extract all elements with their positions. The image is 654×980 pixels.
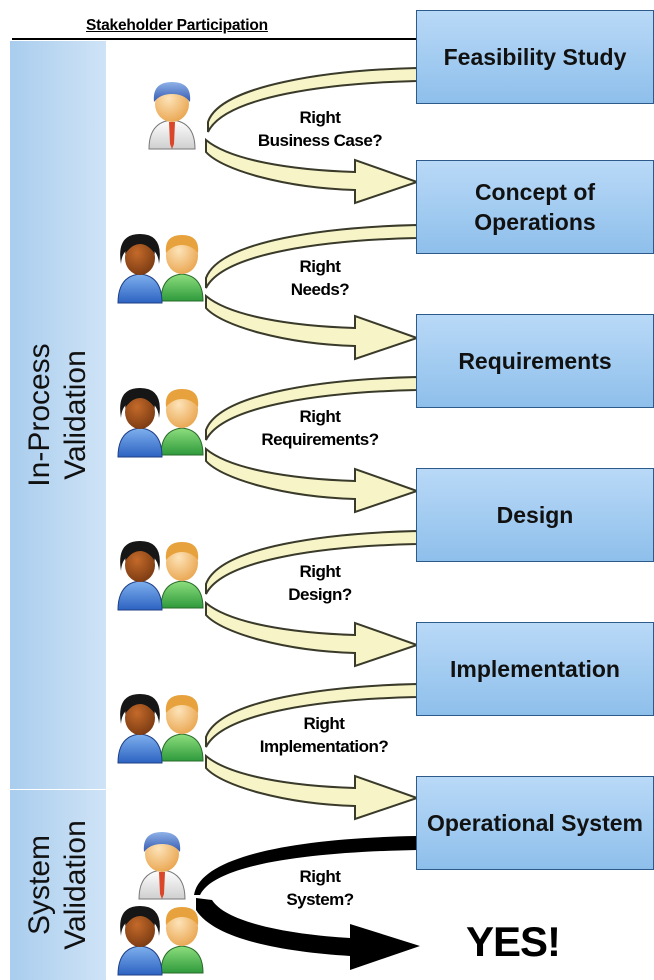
question-line: Right	[299, 407, 341, 426]
feedback-arrows	[205, 66, 418, 748]
stage-concept-of-operations: Concept of Operations	[416, 160, 654, 254]
question-line: Right	[299, 257, 341, 276]
question-business-case: Right Business Case?	[210, 106, 430, 152]
stage-implementation: Implementation	[416, 622, 654, 716]
question-line: Implementation?	[259, 737, 389, 756]
stakeholder-group-icon	[117, 905, 204, 976]
question-line: Right	[303, 714, 345, 733]
question-line: Right	[299, 867, 341, 886]
question-system: Right System?	[210, 865, 430, 911]
stage-requirements: Requirements	[416, 314, 654, 408]
stage-operational-system: Operational System	[416, 776, 654, 870]
question-line: System?	[286, 890, 354, 909]
in-process-validation-band	[10, 41, 106, 789]
stakeholder-icon	[138, 831, 186, 900]
header-divider	[12, 38, 417, 40]
question-line: Right	[299, 562, 341, 581]
result-label: YES!	[466, 918, 561, 965]
stakeholder-group-icon	[117, 693, 204, 764]
system-validation-band	[10, 790, 106, 980]
system-validation-arrow	[194, 836, 420, 970]
stakeholder-group-icon	[117, 387, 204, 458]
stage-feasibility-study: Feasibility Study	[416, 10, 654, 104]
stakeholder-icon	[148, 81, 196, 150]
question-line: Right	[299, 108, 341, 127]
question-line: Design?	[288, 585, 352, 604]
question-line: Business Case?	[257, 131, 383, 150]
stakeholder-group-icon	[117, 233, 204, 304]
question-needs: Right Needs?	[210, 255, 430, 301]
stage-design: Design	[416, 468, 654, 562]
question-line: Requirements?	[261, 430, 379, 449]
question-design: Right Design?	[210, 560, 430, 606]
page-title: Stakeholder Participation	[86, 17, 268, 34]
question-requirements: Right Requirements?	[210, 405, 430, 451]
question-line: Needs?	[290, 280, 350, 299]
stakeholder-group-icon	[117, 540, 204, 611]
question-implementation: Right Implementation?	[214, 712, 434, 758]
forward-arrows	[205, 137, 421, 821]
